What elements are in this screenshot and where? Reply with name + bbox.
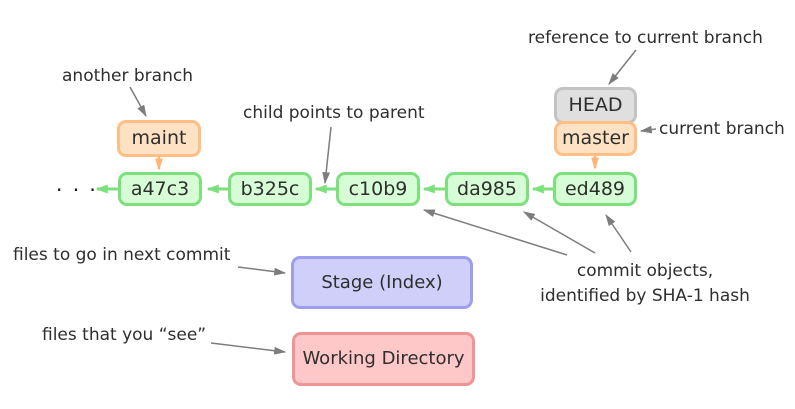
branch-box-maint: maint	[117, 120, 201, 157]
annotation-commit-objects-line1: commit objects,	[576, 261, 714, 281]
commit-box: c10b9	[336, 172, 420, 206]
working-label: Working Directory	[302, 348, 465, 369]
head-box: HEAD	[554, 87, 637, 124]
arrow-commit-objects-to-da985	[522, 211, 596, 254]
head-label: HEAD	[568, 94, 623, 116]
arrow-commit-objects-to-c10b9	[422, 209, 568, 256]
branch-box-master: master	[554, 121, 637, 156]
stage-label: Stage (Index)	[321, 271, 443, 293]
annotation-reference-to-current-branch: reference to current branch	[528, 28, 763, 48]
annotation-another-branch: another branch	[62, 66, 193, 86]
branch-label: master	[561, 127, 629, 149]
annotation-current-branch: current branch	[659, 119, 785, 139]
commit-box: a47c3	[118, 172, 202, 206]
commit-box: da985	[445, 172, 529, 206]
annotation-files-next-commit: files to go in next commit	[13, 245, 231, 265]
arrow-files-you-see-to-working	[210, 342, 287, 355]
arrow-another-branch-to-maint	[129, 86, 147, 118]
commit-box: ed489	[553, 172, 637, 206]
commit-label: c10b9	[348, 177, 408, 200]
history-ellipsis: · · ·	[56, 178, 98, 202]
arrow-child-points-to-parent	[322, 126, 332, 185]
arrow-reference-to-head	[608, 49, 637, 85]
arrow-commit-objects-to-ed489	[605, 214, 632, 253]
working-directory-box: Working Directory	[292, 332, 475, 386]
branch-label: maint	[131, 127, 187, 149]
arrow-current-branch-to-master	[639, 125, 657, 134]
commit-label: b325c	[240, 177, 300, 200]
commit-label: ed489	[564, 177, 625, 200]
arrow-files-next-commit-to-stage	[237, 266, 287, 276]
annotation-commit-objects: commit objects, identified by SHA-1 hash	[535, 259, 755, 309]
annotation-child-points-to-parent: child points to parent	[243, 103, 425, 123]
annotation-files-you-see: files that you “see”	[42, 325, 207, 345]
commit-label: da985	[457, 177, 517, 200]
commit-label: a47c3	[130, 177, 190, 200]
annotation-commit-objects-line2: identified by SHA-1 hash	[540, 286, 750, 306]
stage-index-box: Stage (Index)	[291, 256, 473, 309]
commit-box: b325c	[228, 172, 312, 206]
